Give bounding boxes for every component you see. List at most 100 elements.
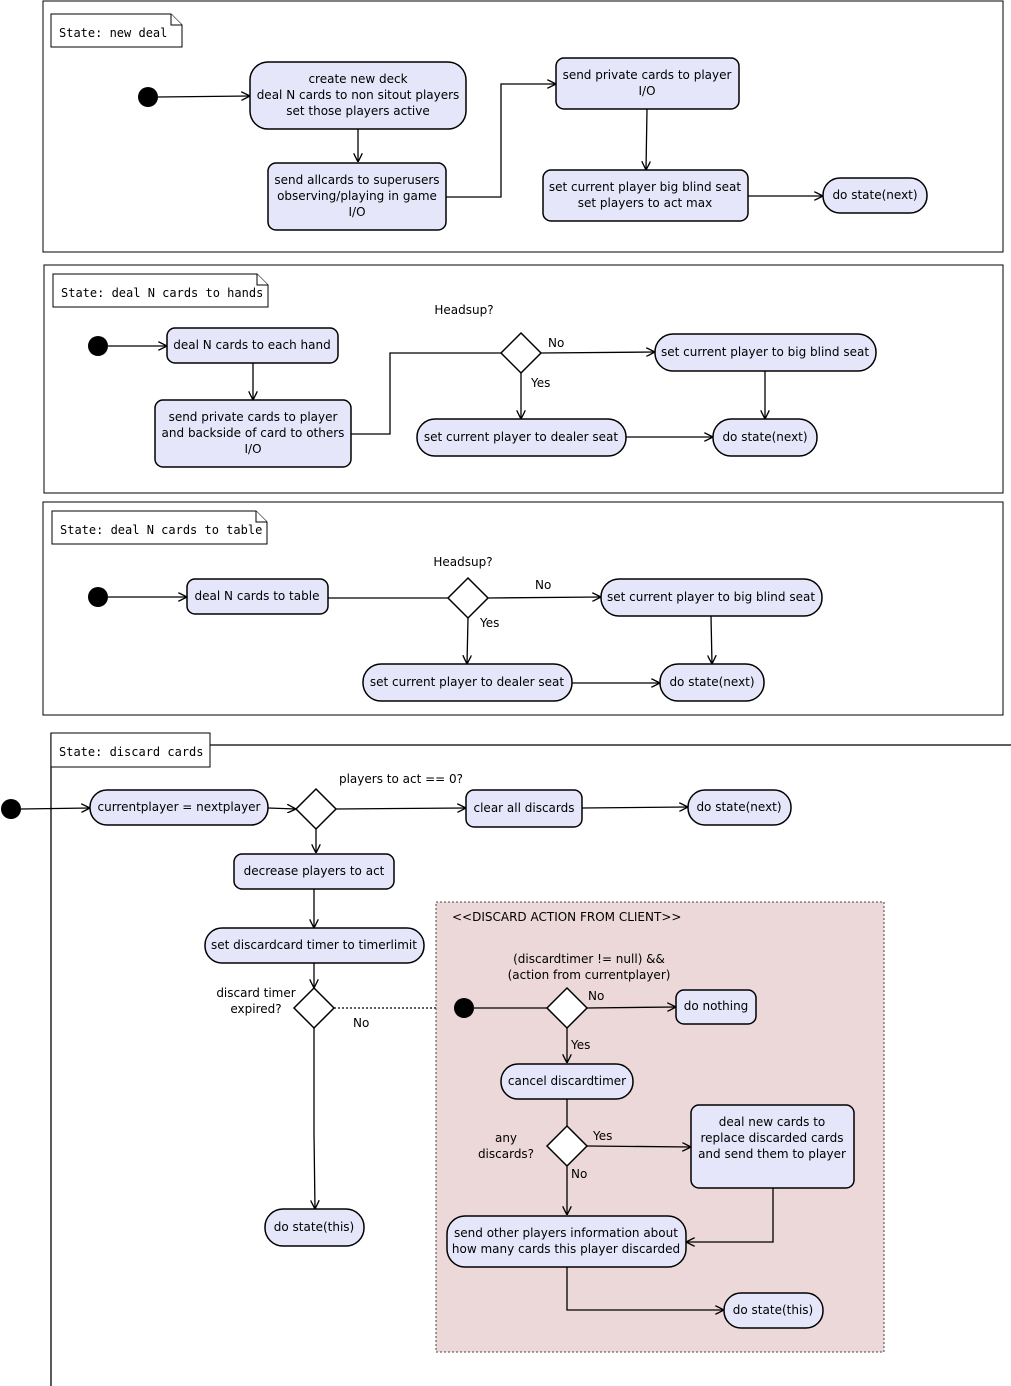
svg-text:send private cards to player: send private cards to player [563,68,732,82]
svg-text:clear all discards: clear all discards [474,801,575,815]
clear-discards-node: clear all discards [465,789,583,828]
edge [314,1028,315,1209]
initial-node [454,998,474,1018]
section-title: State: discard cards [59,745,204,759]
no-label: No [535,578,551,592]
svg-text:observing/playing in game: observing/playing in game [277,189,437,203]
cancel-timer-node: cancel discardtimer [500,1063,634,1100]
section-title: State: new deal [59,26,167,40]
decision-label: any [495,1131,517,1145]
edge [586,1007,676,1008]
svg-text:set those players active: set those players active [286,104,430,118]
edge [20,808,90,809]
edge [540,352,655,353]
section-deal-table: State: deal N cards to table deal N card… [42,501,1004,716]
yes-label: Yes [530,376,550,390]
set-big-blind-node: set current player big blind seat set pl… [542,169,749,222]
send-private-node: send private cards to player I/O [555,57,740,110]
decision-label: discard timer [216,986,295,1000]
edge [351,352,501,435]
svg-text:do state(next): do state(next) [696,800,781,814]
section-title-note: State: deal N cards to hands [52,273,269,308]
yes-label: Yes [570,1038,590,1052]
yes-label: Yes [479,616,499,630]
edge [711,615,712,664]
svg-text:I/O: I/O [244,442,261,456]
svg-text:I/O: I/O [638,84,655,98]
svg-text:currentplayer = nextplayer: currentplayer = nextplayer [97,800,260,814]
set-timer-node: set discardcard timer to timerlimit [204,927,425,964]
edge [686,1188,774,1242]
dealer-seat-node: set current player to dealer seat [362,663,573,702]
svg-text:and backside of card to others: and backside of card to others [162,426,345,440]
decision-label: (discardtimer != null) && [513,952,665,966]
send-other-players-node: send other players information about how… [446,1215,687,1268]
section-title-note: State: deal N cards to table [51,510,268,545]
initial-node [138,87,158,107]
section-deal-hands: State: deal N cards to hands deal N card… [43,264,1004,494]
svg-text:cancel discardtimer: cancel discardtimer [508,1074,626,1088]
svg-text:do state(this): do state(this) [274,1220,354,1234]
svg-text:set discardcard timer to timer: set discardcard timer to timerlimit [211,938,417,952]
edge [467,617,468,664]
deal-each-hand-node: deal N cards to each hand [166,327,339,364]
section-title-note: State: new deal [50,13,183,48]
create-deck-node: create new deck deal N cards to non sito… [249,61,467,130]
svg-text:deal N cards to table: deal N cards to table [195,589,320,603]
svg-text:deal N cards to non sitout pla: deal N cards to non sitout players [257,88,460,102]
section-title: State: deal N cards to table [60,523,262,537]
send-private-backside-node: send private cards to player and backsid… [154,399,352,468]
svg-text:send private cards to player: send private cards to player [169,410,338,424]
svg-text:send allcards to superusers: send allcards to superusers [274,173,439,187]
svg-text:deal new cards to: deal new cards to [719,1115,826,1129]
section-discard: State: discard cards currentplayer = nex… [1,732,1011,1386]
decrease-players-node: decrease players to act [233,853,395,890]
decision-label: discards? [478,1147,534,1161]
big-blind-node: set current player to big blind seat [654,333,877,372]
edge [487,597,601,598]
big-blind-node: set current player to big blind seat [600,578,823,617]
svg-text:send other players information: send other players information about [454,1226,678,1240]
edge [646,108,647,170]
svg-text:set current player big blind s: set current player big blind seat [549,180,741,194]
current-player-node: currentplayer = nextplayer [89,789,269,826]
svg-text:how many cards this player dis: how many cards this player discarded [452,1242,680,1256]
discard-action-region: <<DISCARD ACTION FROM CLIENT>> (discardt… [435,901,885,1353]
do-state-next-node: do state(next) [712,418,818,457]
edge [335,808,466,809]
dealer-seat-node: set current player to dealer seat [416,418,627,457]
edge [581,807,688,808]
decision-diamond [292,986,336,1030]
no-label: No [571,1167,587,1181]
svg-text:set players to act max: set players to act max [578,196,712,210]
svg-text:set current player to dealer s: set current player to dealer seat [370,675,564,689]
edge [267,808,296,809]
decision-label: Headsup? [434,303,493,317]
no-label: No [353,1016,369,1030]
decision-label: players to act == 0? [339,772,463,786]
no-label: No [588,989,604,1003]
decision-label: Headsup? [433,555,492,569]
svg-text:set current player to dealer s: set current player to dealer seat [424,430,618,444]
svg-text:and send them to player: and send them to player [698,1147,846,1161]
svg-text:do state(next): do state(next) [722,430,807,444]
edge [586,1146,691,1147]
initial-node [1,799,21,819]
do-state-next-node: do state(next) [687,789,792,826]
section-frame [42,0,1004,253]
do-state-next-node: do state(next) [822,177,928,214]
svg-text:deal N cards to each hand: deal N cards to each hand [173,338,330,352]
decision-label: expired? [230,1002,281,1016]
svg-text:I/O: I/O [348,205,365,219]
svg-text:create new deck: create new deck [308,72,407,86]
deal-table-node: deal N cards to table [186,578,329,615]
edge [566,1267,724,1310]
initial-node [88,587,108,607]
do-state-this-node: do state(this) [723,1292,824,1329]
region-title: <<DISCARD ACTION FROM CLIENT>> [452,910,681,924]
section-title-note: State: discard cards [50,732,211,768]
no-label: No [548,336,564,350]
deal-new-cards-node: deal new cards to replace discarded card… [690,1104,855,1189]
do-nothing-node: do nothing [675,989,757,1025]
